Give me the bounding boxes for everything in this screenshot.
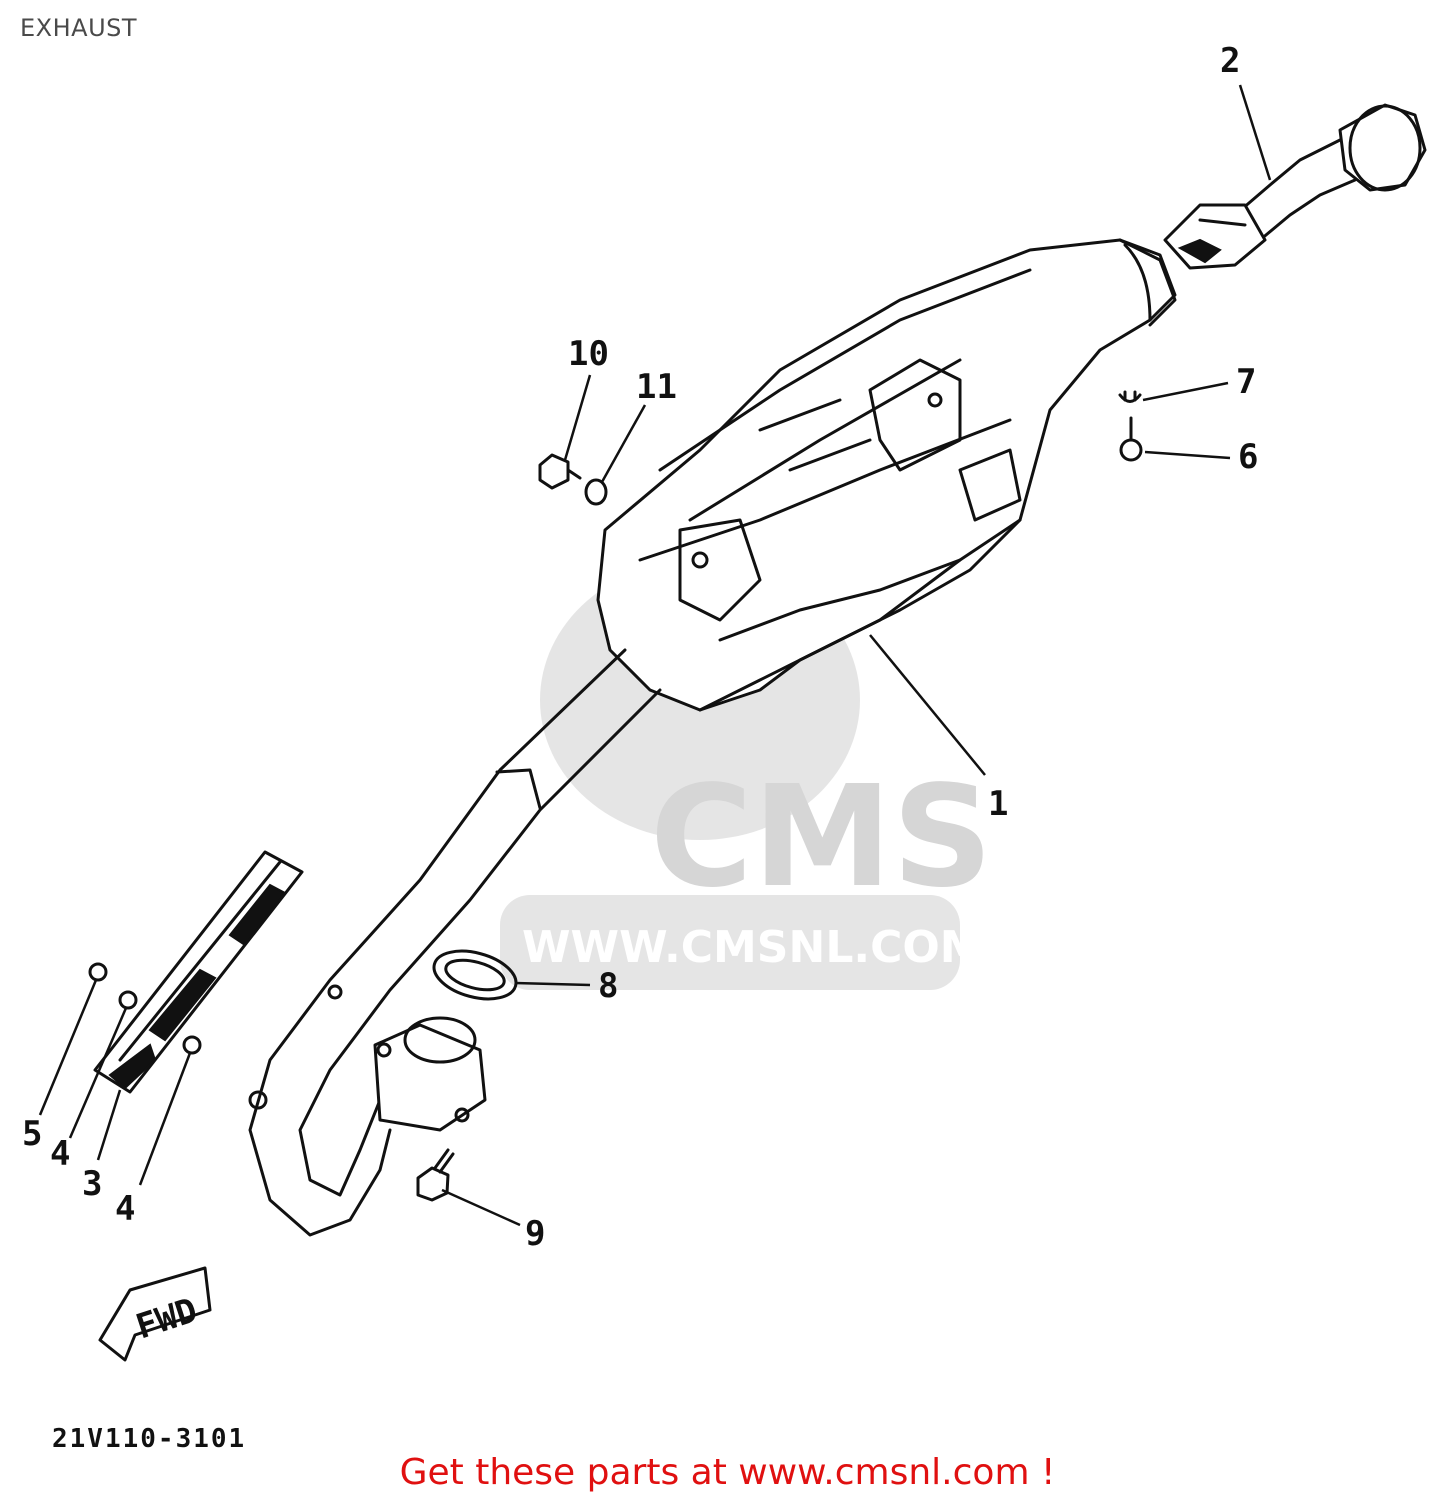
muffler-body bbox=[596, 238, 1177, 712]
callout-9: 9 bbox=[525, 1214, 545, 1254]
callout-1: 1 bbox=[988, 784, 1008, 824]
callout-3: 3 bbox=[82, 1164, 102, 1204]
callout-4a: 4 bbox=[50, 1134, 70, 1174]
diagram-code: 21V110-3101 bbox=[52, 1424, 247, 1454]
header-pipe bbox=[248, 648, 662, 1237]
tail-pipe bbox=[1163, 103, 1427, 270]
muffler-bolt-washer bbox=[1118, 390, 1143, 462]
heat-protector bbox=[88, 850, 304, 1094]
callout-10: 10 bbox=[568, 334, 609, 374]
callout-labels: 1 2 3 4 4 5 6 7 8 9 10 11 bbox=[22, 41, 1258, 1254]
page-title: EXHAUST bbox=[20, 14, 138, 42]
watermark-brand: CMS bbox=[650, 756, 993, 919]
leader-lines bbox=[38, 84, 1272, 1227]
callout-8: 8 bbox=[598, 966, 618, 1006]
callout-4b: 4 bbox=[115, 1189, 135, 1229]
watermark-url: WWW.CMSNL.COM bbox=[522, 922, 984, 973]
callout-7: 7 bbox=[1236, 362, 1256, 402]
callout-5: 5 bbox=[22, 1114, 42, 1154]
callout-6: 6 bbox=[1238, 437, 1258, 477]
cta-link[interactable]: Get these parts at www.cmsnl.com ! bbox=[399, 1452, 1056, 1493]
callout-11: 11 bbox=[636, 367, 677, 407]
gasket bbox=[432, 949, 518, 1001]
mount-bolt-collar bbox=[538, 453, 608, 506]
callout-2: 2 bbox=[1220, 41, 1240, 81]
fwd-arrow-icon: FWD bbox=[98, 1266, 212, 1362]
